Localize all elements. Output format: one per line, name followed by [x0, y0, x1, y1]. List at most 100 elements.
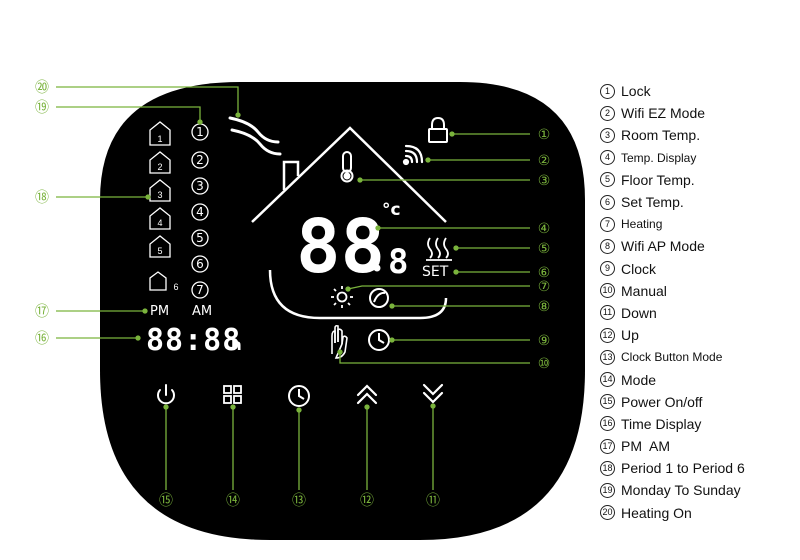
legend-label: Wifi AP Mode	[621, 238, 705, 255]
temperature-digits: 88	[296, 204, 385, 290]
callout-14: ⑭	[226, 493, 240, 509]
legend-label: Clock Button Mode	[621, 350, 723, 365]
period-4-icon: 4	[149, 207, 171, 230]
legend-number: 2	[600, 105, 615, 121]
legend-item: 11 Down	[600, 302, 795, 324]
heating-icon	[331, 286, 353, 308]
weekday-column: 1 2 3 4 5 6 7	[191, 123, 209, 299]
weekday-7-icon: 7	[191, 281, 209, 299]
callout-18: ⑱	[35, 190, 49, 206]
legend-number: 7	[600, 216, 615, 232]
callout-lines	[56, 86, 530, 490]
period-2-icon: 2	[149, 151, 171, 174]
heating-on-icon	[228, 116, 282, 156]
svg-text:4: 4	[196, 205, 204, 219]
legend-label: Wifi EZ Mode	[621, 105, 706, 122]
callout-7: ⑦	[538, 279, 551, 295]
callout-20: ⑳	[35, 80, 49, 96]
legend-label: Time Display	[621, 415, 702, 432]
legend-label: Set Temp.	[621, 194, 684, 211]
legend-label: Clock	[621, 260, 657, 277]
callout-13: ⑬	[292, 493, 306, 509]
weekday-4-icon: 4	[191, 203, 209, 221]
thermometer-icon	[340, 151, 354, 183]
svg-text:5: 5	[157, 246, 162, 256]
power-icon	[157, 389, 175, 405]
legend-item: 1 Lock	[600, 80, 795, 102]
svg-text:3: 3	[196, 179, 204, 193]
weekday-3-icon: 3	[191, 177, 209, 195]
legend-number: 20	[600, 505, 615, 521]
legend-label: Down	[621, 304, 657, 321]
svg-text:6: 6	[196, 257, 204, 271]
weekday-2-icon: 2	[191, 151, 209, 169]
wifi-ez-icon	[402, 144, 424, 166]
callout-3: ③	[538, 173, 551, 189]
legend-number: 14	[600, 372, 615, 388]
legend-label: Period 1 to Period 6	[621, 460, 745, 477]
period-5-icon: 5	[149, 235, 171, 258]
power-button[interactable]	[157, 384, 175, 405]
legend-number: 4	[600, 150, 615, 166]
svg-text:7: 7	[196, 283, 204, 297]
legend-item: 18 Period 1 to Period 6	[600, 457, 795, 479]
down-button[interactable]	[422, 383, 444, 404]
legend-label: Monday To Sunday	[621, 482, 741, 499]
set-label: SET	[422, 264, 449, 280]
callout-6: ⑥	[538, 265, 551, 281]
legend-number: 1	[600, 83, 615, 99]
legend-label: Power On/off	[621, 393, 703, 410]
callout-11: ⑪	[426, 493, 440, 509]
wifi-ap-icon	[369, 288, 389, 308]
callout-10: ⑩	[538, 356, 551, 372]
weekday-5-icon: 5	[191, 229, 209, 247]
callout-15: ⑮	[159, 493, 173, 509]
callout-19: ⑲	[35, 100, 49, 116]
thermostat-panel	[100, 82, 585, 540]
house-outline	[251, 126, 448, 320]
mode-button[interactable]	[223, 385, 242, 404]
legend-number: 18	[600, 460, 615, 476]
clock-button[interactable]	[288, 385, 310, 407]
legend-label: Manual	[621, 282, 667, 299]
temperature-decimal: 8	[388, 242, 408, 282]
time-display: 88:88	[146, 323, 241, 358]
legend-number: 5	[600, 172, 615, 188]
pm-label: PM	[150, 304, 169, 319]
legend-label: Room Temp.	[621, 127, 701, 144]
legend-item: 14 Mode	[600, 368, 795, 390]
svg-text:1: 1	[196, 125, 204, 139]
legend-label: Mode	[621, 371, 657, 388]
legend-label: Up	[621, 327, 639, 344]
legend-label: Temp. Display	[621, 150, 697, 165]
period-column: 1 2 3 4 5 6	[149, 121, 179, 292]
legend-item: 13 Clock Button Mode	[600, 346, 795, 368]
legend-number: 11	[600, 305, 615, 321]
svg-text:5: 5	[196, 231, 204, 245]
legend-label: PM AM	[621, 438, 671, 455]
legend-item: 2 Wifi EZ Mode	[600, 102, 795, 124]
legend-label: Lock	[621, 83, 651, 100]
clock-icon	[368, 329, 390, 351]
period-6-icon: 6	[149, 271, 179, 292]
am-label: AM	[192, 304, 212, 319]
legend-number: 13	[600, 349, 615, 365]
callout-2: ②	[538, 153, 551, 169]
callout-16: ⑯	[35, 331, 49, 347]
callout-1: ①	[538, 127, 551, 143]
legend-number: 9	[600, 261, 615, 277]
callout-8: ⑧	[538, 299, 551, 315]
up-button[interactable]	[356, 384, 378, 405]
